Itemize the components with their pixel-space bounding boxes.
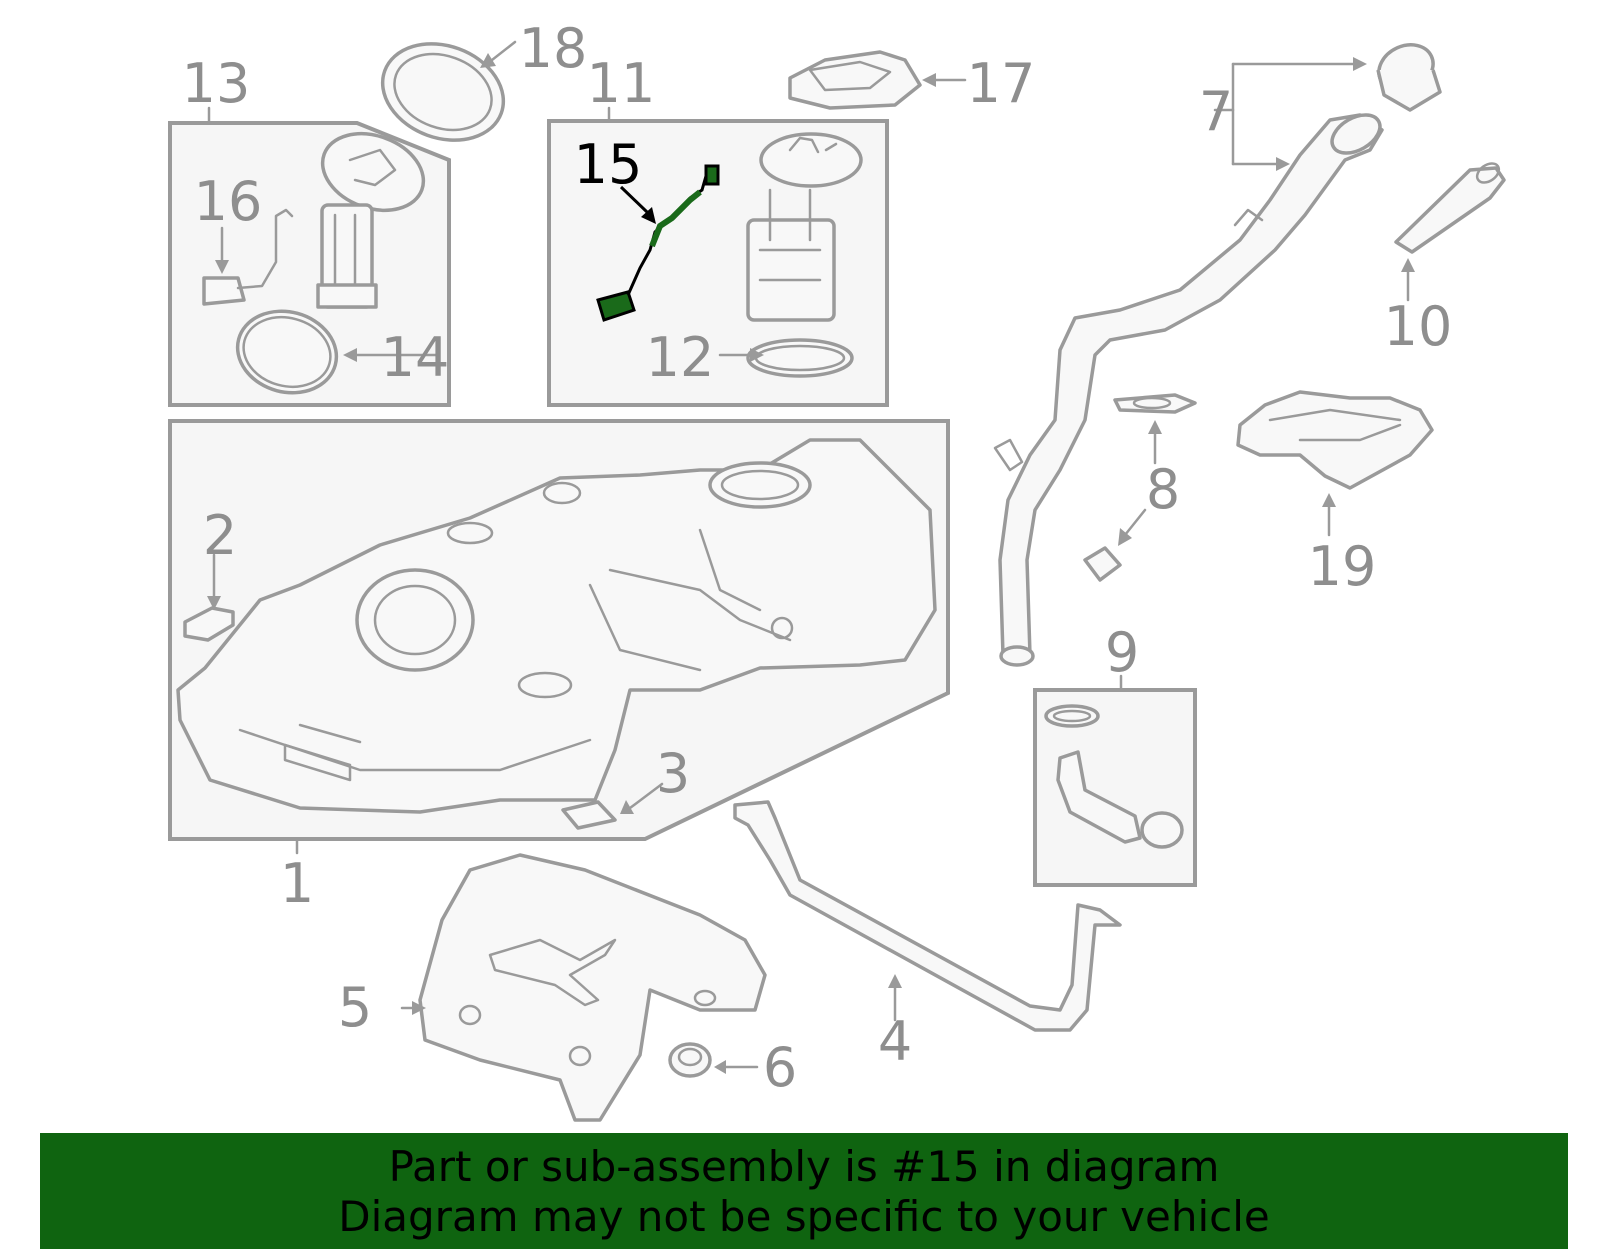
callout-8: 8 xyxy=(1146,458,1180,521)
callout-19: 19 xyxy=(1308,535,1377,598)
callout-2: 2 xyxy=(203,504,237,567)
fuel-tank-1 xyxy=(176,438,937,814)
fuel-pump-module-13 xyxy=(316,132,426,309)
callout-13: 13 xyxy=(182,52,251,115)
callout-11: 11 xyxy=(587,52,656,115)
callout-10: 10 xyxy=(1384,295,1453,358)
callout-18: 18 xyxy=(519,17,588,80)
callout-9: 9 xyxy=(1105,621,1139,684)
nozzle-10 xyxy=(1394,162,1506,254)
hose-9 xyxy=(1044,704,1184,849)
callout-17: 17 xyxy=(967,52,1036,115)
pad-3 xyxy=(561,800,617,830)
callout-6: 6 xyxy=(763,1036,797,1099)
lock-ring-18 xyxy=(380,42,506,142)
callout-7: 7 xyxy=(1199,80,1233,143)
callout-5: 5 xyxy=(338,976,372,1039)
pad-2 xyxy=(183,606,235,642)
leader-arrows xyxy=(207,40,1415,1074)
fuel-pump-11 xyxy=(746,132,863,322)
callout-14: 14 xyxy=(381,326,450,389)
strap-4 xyxy=(733,800,1122,1032)
cover-17 xyxy=(788,50,922,110)
banner-line-2: Diagram may not be specific to your vehi… xyxy=(338,1192,1270,1241)
clip-6 xyxy=(668,1042,712,1078)
callout-12: 12 xyxy=(646,326,715,389)
seal-14 xyxy=(235,309,339,395)
callout-16: 16 xyxy=(194,170,263,233)
sender-assembly-15 xyxy=(596,164,720,322)
callout-15: 15 xyxy=(574,133,643,196)
heat-shield-5 xyxy=(418,853,767,1122)
callout-3: 3 xyxy=(656,742,690,805)
sender-16 xyxy=(202,208,294,306)
filler-pipe-7 xyxy=(993,113,1384,667)
plug-8 xyxy=(1083,546,1122,582)
cap-assembly-7 xyxy=(1376,43,1442,112)
seal-12 xyxy=(746,338,854,378)
info-banner: Part or sub-assembly is #15 in diagram D… xyxy=(40,1133,1568,1249)
callout-1: 1 xyxy=(280,852,314,915)
banner-line-1: Part or sub-assembly is #15 in diagram xyxy=(388,1142,1220,1191)
clamp-8 xyxy=(1113,393,1197,414)
callout-4: 4 xyxy=(878,1010,912,1073)
bracket-19 xyxy=(1236,390,1434,490)
